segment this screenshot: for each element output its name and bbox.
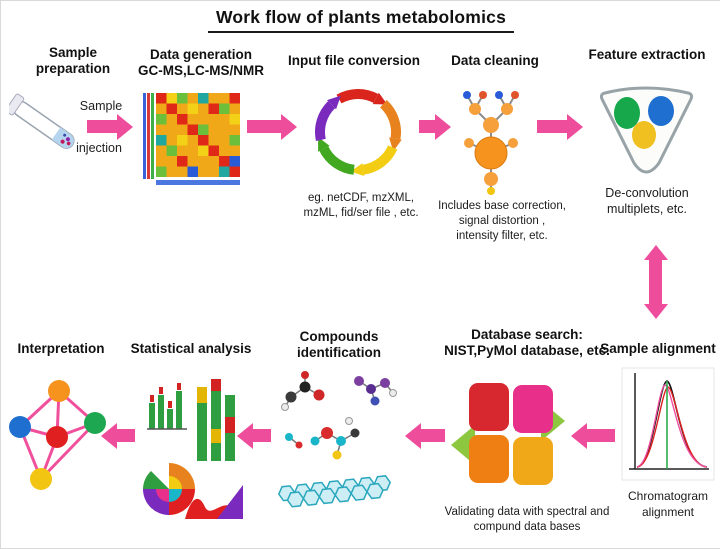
label-data-generation-line2: GC-MS,LC-MS/NMR: [138, 63, 264, 79]
caption-database-validation: Validating data with spectral and compun…: [444, 506, 610, 533]
chromatogram-icon: [621, 367, 715, 481]
annotation-injection: injection: [76, 141, 122, 155]
caption-file-formats: eg. netCDF, mzXML, mzML, fid/ser file , …: [303, 192, 419, 219]
label-input-file-conversion: Input file conversion: [287, 53, 420, 68]
label-compounds-line1: Compounds: [299, 329, 379, 344]
label-feature-extraction: Feature extraction: [588, 47, 706, 62]
molecules-icon: [277, 371, 397, 508]
arrow-sample-prep-to-data-generation: [87, 120, 117, 133]
title-container: Work flow of plants metabolomics: [1, 7, 720, 33]
label-database-search-line2: NIST,PyMol database, etc.: [444, 343, 610, 359]
network-icon: [9, 380, 106, 490]
arrow-data-generation-to-conversion: [247, 120, 281, 133]
arrow-compounds-to-statistical-analysis: [253, 429, 271, 442]
label-interpretation: Interpretation: [17, 341, 105, 356]
label-database-search-line1: Database search:: [471, 327, 583, 342]
arrow-statistical-analysis-to-interpretation: [117, 429, 135, 442]
dendrimer-icon: [463, 91, 519, 195]
charts-icon: [143, 379, 243, 519]
caption-data-cleaning: Includes base correction, signal distort…: [438, 200, 566, 242]
annotation-sample: Sample: [79, 99, 123, 113]
label-data-generation-line1: Data generation: [149, 47, 253, 62]
arrow-data-cleaning-to-feature-extraction: [537, 120, 567, 133]
arrow-database-search-to-compounds: [421, 429, 445, 442]
test-tube-icon: [9, 93, 75, 149]
arrow-sample-alignment-to-database-search: [587, 429, 615, 442]
conversion-cycle-icon: [303, 77, 413, 187]
label-database-search: Database search: NIST,PyMol database, et…: [435, 327, 619, 360]
label-compounds-identification: Compounds identification: [287, 329, 391, 362]
label-sample-preparation: Sample preparation: [35, 45, 111, 77]
caption-chromatogram-alignment: Chromatogram alignment: [627, 489, 709, 519]
label-data-generation: Data generation GC-MS,LC-MS/NMR: [133, 47, 269, 80]
arrow-feature-extraction-to-sample-alignment: [649, 260, 662, 304]
label-compounds-line2: identification: [297, 345, 381, 361]
label-data-cleaning: Data cleaning: [451, 53, 539, 68]
caption-feature-extraction: De-convolution multiplets, etc.: [605, 186, 689, 217]
label-sample-alignment: Sample alignment: [600, 341, 716, 356]
funnel-icon: [599, 86, 694, 174]
page-title: Work flow of plants metabolomics: [208, 7, 514, 33]
heatmap-icon: [143, 93, 240, 185]
database-blocks-icon: [451, 383, 565, 485]
label-statistical-analysis: Statistical analysis: [130, 341, 252, 356]
arrow-conversion-to-data-cleaning: [419, 120, 435, 133]
